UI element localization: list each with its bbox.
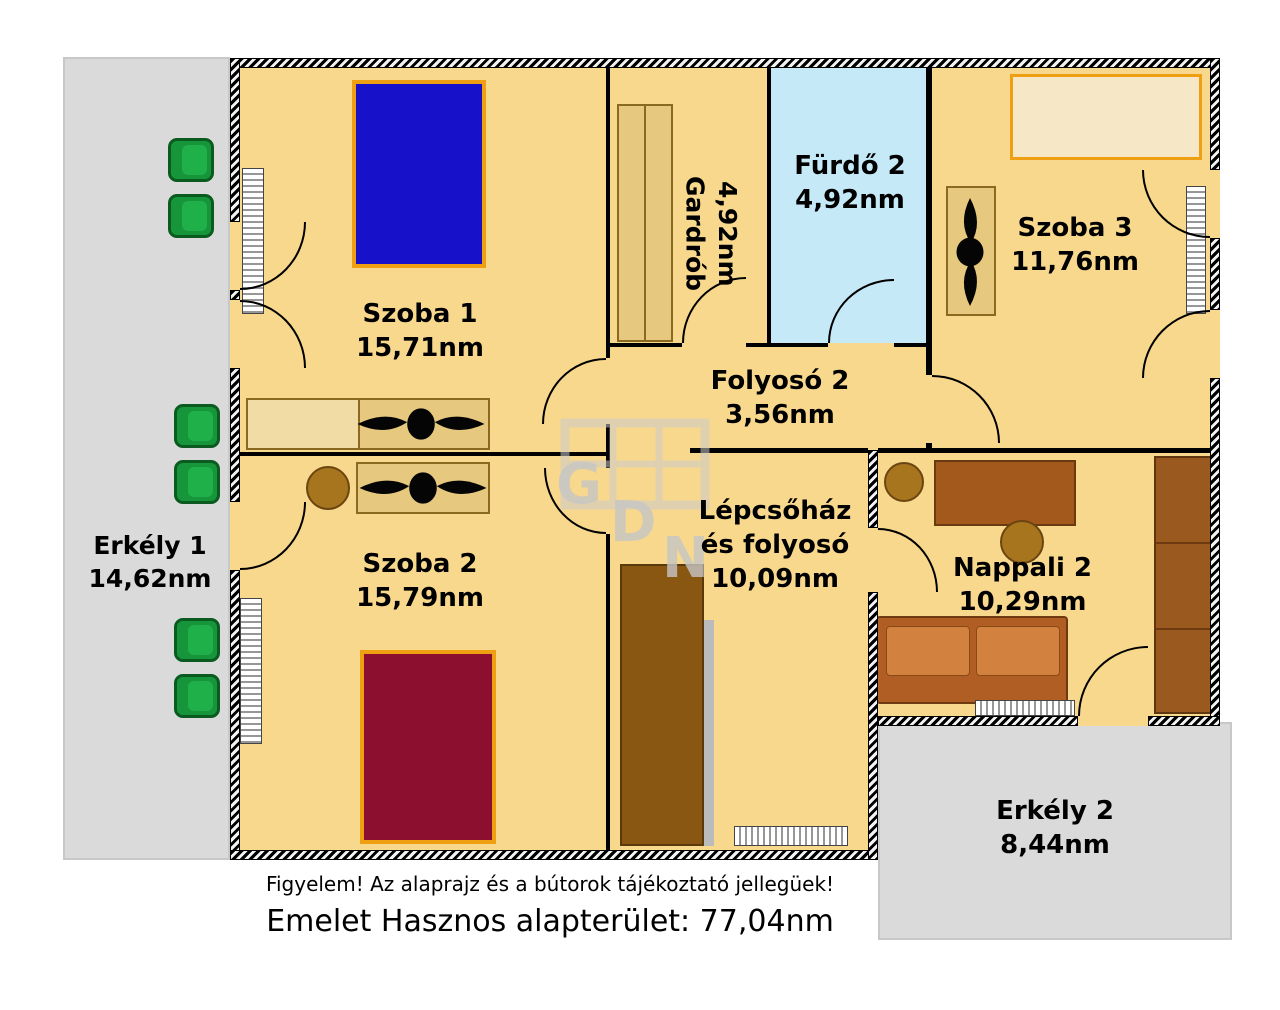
room-area: 14,62nm bbox=[88, 563, 212, 593]
room-label-szoba2: Szoba 2 15,79nm bbox=[250, 548, 590, 616]
bed-blue bbox=[352, 80, 486, 268]
chair-round bbox=[1000, 520, 1044, 564]
room-label-szoba3: Szoba 3 11,76nm bbox=[950, 212, 1200, 280]
wall-stair-divider bbox=[868, 592, 878, 860]
room-name: és folyosó bbox=[700, 529, 850, 560]
green-chair bbox=[168, 138, 214, 182]
wall-interior bbox=[606, 424, 610, 468]
wall-interior bbox=[746, 343, 828, 347]
radiator bbox=[240, 598, 262, 744]
room-label-nappali2: Nappali 2 10,29nm bbox=[900, 552, 1145, 620]
desk-shelf bbox=[248, 400, 360, 448]
balcony-2-area bbox=[878, 722, 1232, 940]
wall-nappali-bottom bbox=[878, 716, 1078, 726]
sofa-cushion bbox=[886, 626, 970, 676]
radiator bbox=[975, 700, 1075, 716]
desk-dark bbox=[934, 460, 1076, 526]
watermark-letter: D bbox=[610, 490, 657, 555]
room-name: Szoba 1 bbox=[362, 299, 478, 329]
cabinet bbox=[1154, 456, 1214, 714]
stair-rail bbox=[704, 620, 714, 846]
wall-stair-divider bbox=[868, 450, 878, 528]
bed-red bbox=[360, 650, 496, 844]
room-name: Lépcsőház bbox=[698, 496, 852, 526]
room-area: 15,71nm bbox=[356, 332, 484, 363]
chair-round bbox=[884, 462, 924, 502]
disclaimer-text: Figyelem! Az alaprajz és a bútorok tájék… bbox=[265, 872, 835, 896]
wall-interior bbox=[878, 448, 1210, 453]
room-name: Folyosó 2 bbox=[710, 366, 850, 396]
room-label-gardrob: Gardrób 4,92nm bbox=[678, 118, 743, 350]
green-chair bbox=[174, 404, 220, 448]
wall-interior bbox=[610, 343, 682, 347]
sofa-cushion bbox=[976, 626, 1060, 676]
room-label-furdo2: Fürdő 2 4,92nm bbox=[775, 150, 925, 218]
cabinet-shelf-line bbox=[1156, 542, 1212, 544]
room-name: Erkély 2 bbox=[996, 796, 1114, 826]
room-area: 15,79nm bbox=[356, 582, 484, 613]
room-area: 10,29nm bbox=[958, 586, 1087, 617]
watermark-letter: G bbox=[556, 452, 602, 517]
room-area: 10,09nm bbox=[711, 563, 839, 594]
room-area: 4,92nm bbox=[713, 181, 742, 287]
room-name: Szoba 3 bbox=[1017, 213, 1133, 243]
radiator bbox=[734, 826, 848, 846]
green-chair bbox=[168, 194, 214, 238]
watermark-letter: N bbox=[662, 526, 709, 591]
wall-exterior-top bbox=[230, 58, 1220, 68]
room-area: 3,56nm bbox=[725, 399, 835, 430]
wall-exterior-right bbox=[1210, 238, 1220, 310]
wall-interior bbox=[240, 452, 606, 456]
room-name: Nappali 2 bbox=[952, 553, 1093, 583]
wall-exterior-bottom bbox=[230, 850, 878, 860]
room-label-szoba1: Szoba 1 15,71nm bbox=[250, 298, 590, 366]
ceiling-fan-icon bbox=[354, 469, 492, 511]
cabinet-shelf-line bbox=[1156, 628, 1212, 630]
ceiling-fan-icon bbox=[952, 190, 988, 318]
wall-interior bbox=[894, 343, 928, 347]
room-area: 11,76nm bbox=[1011, 246, 1139, 277]
room-label-lepcsohaz: Lépcsőház és folyosó 10,09nm bbox=[665, 495, 885, 596]
balcony-1-area bbox=[63, 57, 230, 860]
wall-interior bbox=[606, 68, 610, 358]
watermark-logo bbox=[560, 418, 710, 514]
wall-interior bbox=[767, 68, 771, 343]
green-chair bbox=[174, 460, 220, 504]
chair-round bbox=[306, 466, 350, 510]
wall-interior bbox=[606, 534, 610, 850]
wall-exterior-right bbox=[1210, 58, 1220, 170]
wall-interior bbox=[926, 443, 932, 450]
room-label-erkely2: Erkély 2 8,44nm bbox=[935, 795, 1175, 863]
bed-light bbox=[1010, 74, 1202, 160]
wall-interior bbox=[690, 448, 868, 453]
wall-exterior-left bbox=[230, 290, 240, 300]
sofa bbox=[876, 616, 1068, 704]
ceiling-fan-icon bbox=[352, 405, 490, 447]
room-area: 4,92nm bbox=[795, 184, 905, 215]
wall-interior bbox=[926, 68, 932, 375]
total-area-text: Emelet Hasznos alapterület: 77,04nm bbox=[266, 904, 834, 939]
room-area: 8,44nm bbox=[1000, 829, 1110, 860]
room-label-folyoso2: Folyosó 2 3,56nm bbox=[655, 365, 905, 433]
room-name: Fürdő 2 bbox=[794, 151, 906, 181]
green-chair bbox=[174, 674, 220, 718]
wall-exterior-left bbox=[230, 368, 240, 502]
wall-exterior-right bbox=[1210, 378, 1220, 726]
staircase bbox=[620, 564, 704, 846]
wardrobe-line bbox=[644, 106, 646, 340]
green-chair bbox=[174, 618, 220, 662]
room-name: Erkély 1 bbox=[93, 531, 207, 560]
room-name: Szoba 2 bbox=[362, 549, 478, 579]
wall-exterior-left bbox=[230, 58, 240, 222]
room-name: Gardrób bbox=[680, 176, 710, 292]
wall-exterior-left bbox=[230, 570, 240, 860]
room-label-erkely1: Erkély 1 14,62nm bbox=[65, 530, 235, 595]
wardrobe bbox=[617, 104, 673, 342]
wall-nappali-bottom bbox=[1148, 716, 1220, 726]
